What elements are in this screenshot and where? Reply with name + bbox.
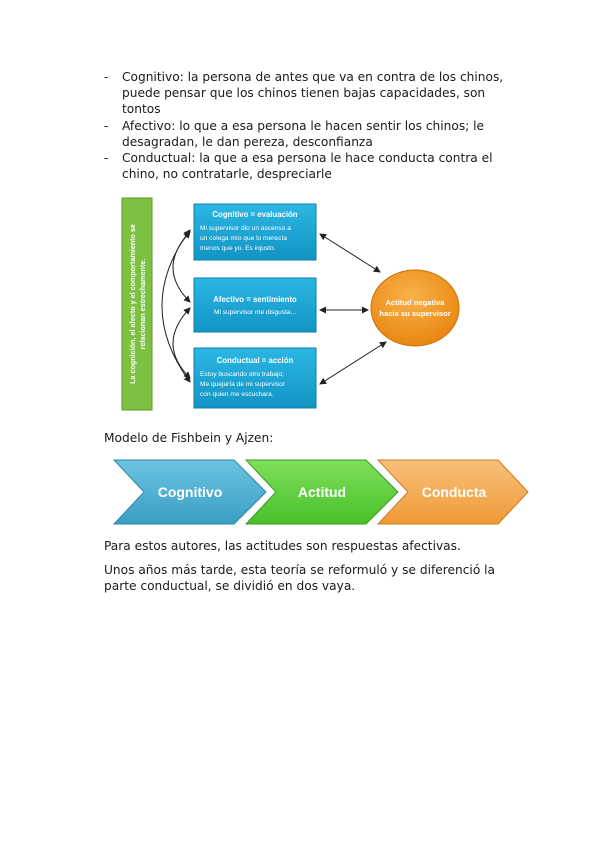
curve-arrow-2 — [172, 307, 191, 379]
curve-arrow-3 — [161, 229, 191, 383]
box-afectivo-text-1: Mi supervisor me disgusta... — [214, 309, 296, 316]
outcome-line1: Actitud negativa — [385, 298, 445, 307]
box-afectivo-title: Afectivo = sentimiento — [213, 295, 297, 304]
box-cognitivo-text-3: menos que yo. Es injusto. — [200, 245, 276, 252]
model-caption: Modelo de Fishbein y Ajzen: — [104, 431, 274, 445]
paragraph-reformulacion: Unos años más tarde, esta teoría se refo… — [104, 563, 496, 594]
attitude-components-diagram: La cognición, el afecto y el comportamie… — [121, 197, 460, 411]
box-afectivo — [193, 277, 317, 333]
fishbein-ajzen-chevrons: Cognitivo Actitud Conducta — [112, 459, 529, 525]
box-cognitivo-title: Cognitivo = evaluación — [212, 210, 297, 219]
chevron-cognitivo-label: Cognitivo — [158, 484, 223, 500]
side-label-line2: relacionan estrechamente. — [138, 259, 147, 350]
box-cognitivo-text-1: Mi supervisor dio un ascenso a — [200, 225, 291, 232]
bullet-cognitivo: -Cognitivo: la persona de antes que va e… — [104, 70, 504, 117]
bullet-afectivo: -Afectivo: lo que a esa persona le hacen… — [104, 118, 485, 149]
arrow-conductual-outcome — [319, 341, 387, 385]
paragraph-afectivas: Para estos autores, las actitudes son re… — [104, 539, 461, 553]
box-cognitivo-text-2: un colega mío que lo merecía — [200, 235, 287, 242]
box-conductual — [193, 347, 317, 409]
outcome-circle — [370, 269, 460, 347]
side-label-line1: La cognición, el afecto y el comportamie… — [128, 224, 137, 384]
chevron-cognitivo — [112, 459, 267, 525]
chevron-actitud — [244, 459, 399, 525]
bullet-conductual: -Conductual: la que a esa persona le hac… — [104, 151, 493, 182]
side-label-bar — [121, 197, 153, 411]
outcome-line2: hacia su supervisor — [379, 309, 450, 318]
chevron-conducta-label: Conducta — [422, 484, 487, 500]
bullet-list: -Cognitivo: la persona de antes que va e… — [104, 69, 524, 182]
box-cognitivo — [193, 203, 317, 261]
arrow-cognitivo-outcome — [319, 233, 381, 273]
chevron-actitud-label: Actitud — [298, 484, 346, 500]
box-conductual-text-2: Me quejaría de mi supervisor — [200, 381, 286, 388]
chevron-conducta — [376, 459, 529, 525]
box-conductual-text-1: Estoy buscando otro trabajo; — [200, 371, 284, 378]
box-conductual-title: Conductual = acción — [217, 356, 294, 365]
box-conductual-text-3: con quien me escuchara. — [200, 391, 274, 398]
